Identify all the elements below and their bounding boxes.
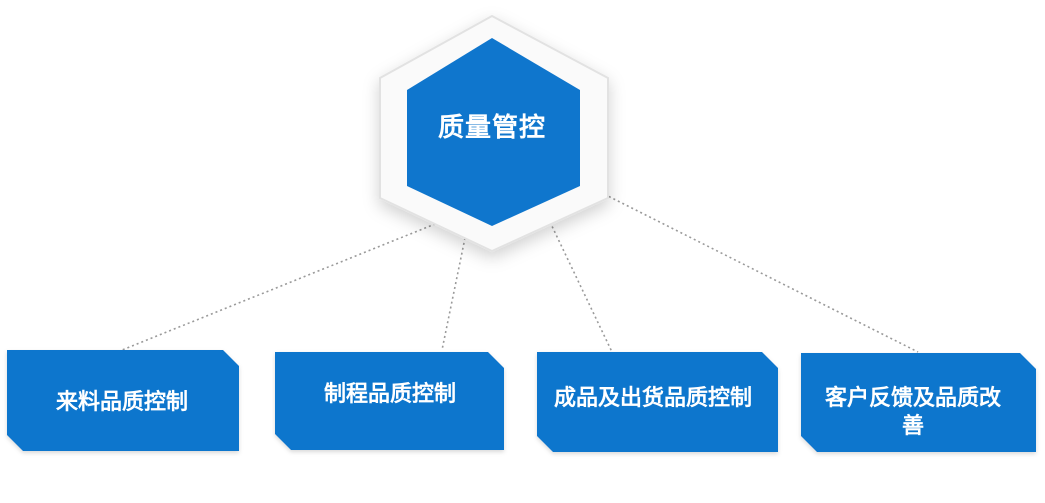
box-customer-feedback bbox=[801, 353, 1036, 452]
connector-to-box4 bbox=[599, 191, 919, 353]
connector-to-box2 bbox=[441, 237, 466, 351]
box-process-quality bbox=[275, 352, 504, 450]
box-incoming-quality bbox=[7, 350, 239, 451]
box-finished-goods-quality bbox=[537, 352, 778, 452]
connector-to-box3 bbox=[549, 221, 613, 353]
connector-to-box1 bbox=[121, 221, 441, 351]
hexagon-core bbox=[407, 38, 580, 226]
connectors bbox=[121, 191, 919, 353]
